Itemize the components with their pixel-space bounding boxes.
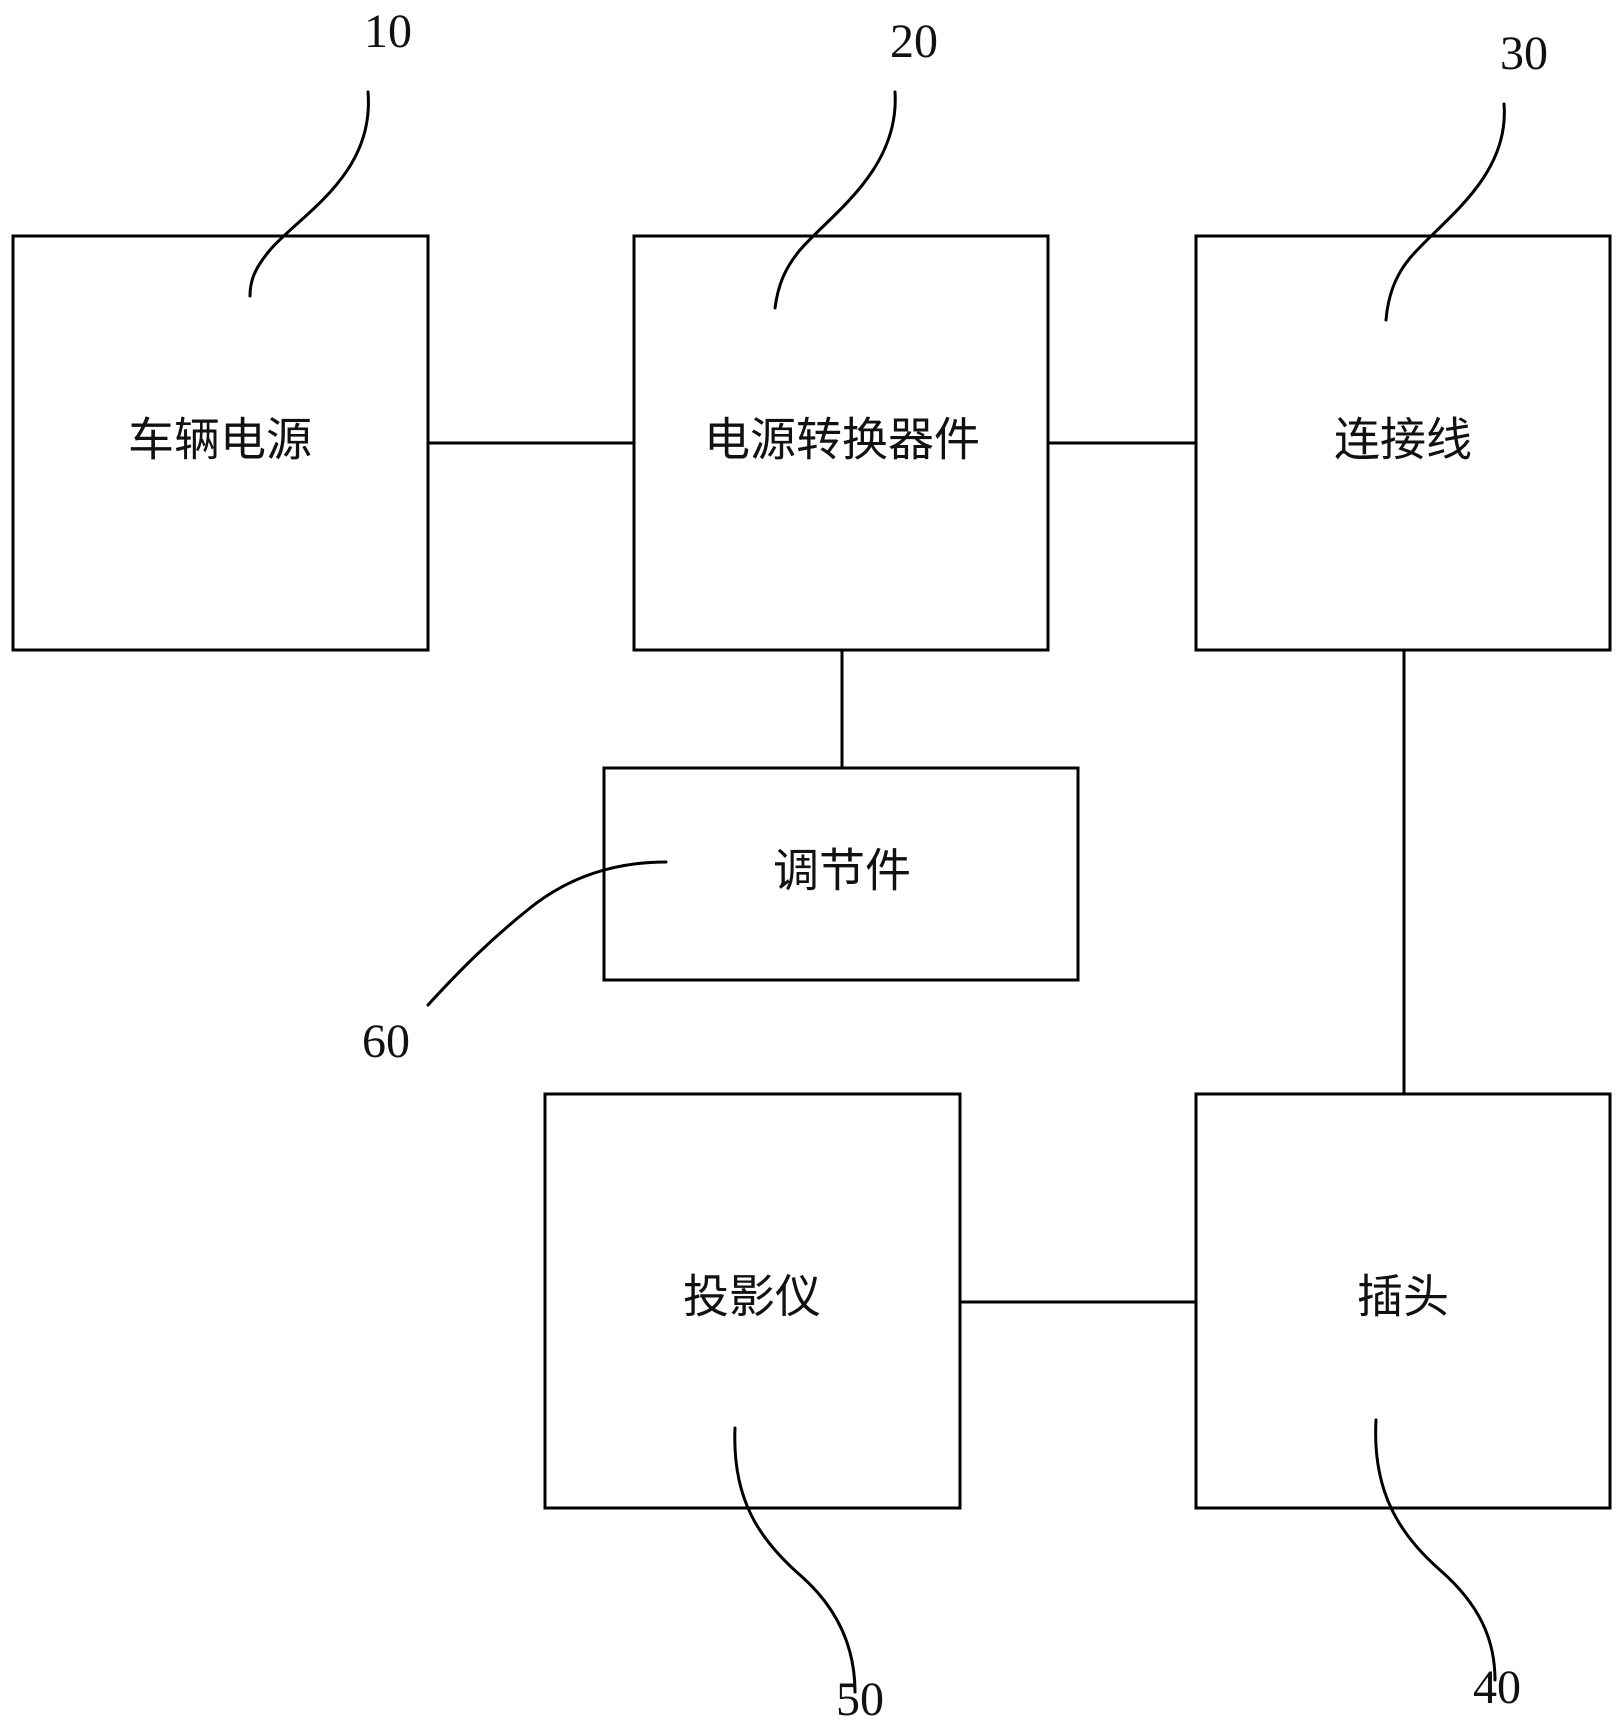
block-power-converter-frame bbox=[632, 234, 1050, 652]
leader-line-30 bbox=[1384, 102, 1506, 322]
block-regulator-label: 调节件 bbox=[773, 844, 911, 898]
block-projector-frame bbox=[543, 1092, 962, 1510]
leader-line-40 bbox=[1374, 1418, 1497, 1682]
block-vehicle-power-frame bbox=[11, 234, 430, 652]
block-connecting-wire-frame bbox=[1194, 234, 1612, 652]
block-connecting-wire-label: 连接线 bbox=[1334, 413, 1472, 467]
block-projector: 投影仪 bbox=[543, 1092, 962, 1510]
leader-line-10 bbox=[248, 90, 370, 298]
block-plug-frame bbox=[1194, 1092, 1612, 1510]
block-power-converter-label: 电源转换器件 bbox=[704, 413, 980, 467]
block-vehicle-power-label: 车辆电源 bbox=[128, 413, 312, 467]
ref-numeral-60: 60 bbox=[362, 1015, 410, 1068]
block-connecting-wire: 连接线 bbox=[1194, 234, 1612, 652]
block-plug: 插头 bbox=[1194, 1092, 1612, 1510]
ref-numeral-10: 10 bbox=[364, 5, 412, 58]
block-plug-label: 插头 bbox=[1357, 1270, 1449, 1324]
ref-numeral-50: 50 bbox=[836, 1673, 884, 1726]
block-regulator-frame bbox=[602, 766, 1080, 982]
block-power-converter: 电源转换器件 bbox=[632, 234, 1050, 652]
block-vehicle-power: 车辆电源 bbox=[11, 234, 430, 652]
block-regulator: 调节件 bbox=[602, 766, 1080, 982]
block-projector-label: 投影仪 bbox=[683, 1270, 821, 1324]
leader-line-20 bbox=[773, 90, 897, 310]
ref-numeral-20: 20 bbox=[890, 15, 938, 68]
leader-line-60 bbox=[426, 860, 668, 1007]
ref-numeral-30: 30 bbox=[1500, 27, 1548, 80]
leader-line-50 bbox=[733, 1426, 857, 1694]
ref-numeral-40: 40 bbox=[1473, 1661, 1521, 1714]
